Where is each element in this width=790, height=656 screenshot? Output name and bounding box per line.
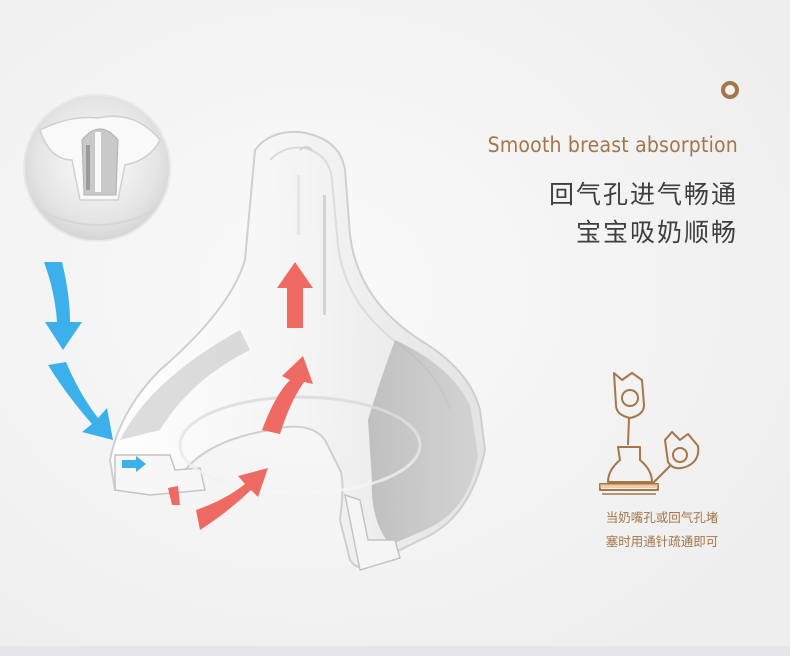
headline-chinese-line-2: 宝宝吸奶顺畅 [575,218,738,247]
bottom-divider [0,646,790,656]
nipple-illustration [108,130,487,571]
cleaning-note-line-2: 塞时用通针疏通即可 [605,534,719,549]
air-arrow-2 [48,362,113,440]
milk-flow-arrows [168,262,313,530]
cleaning-note-line-1: 当奶嘴孔或回气孔堵 [605,510,719,525]
air-flow-arrows [44,262,146,472]
headline-chinese-line-1: 回气孔进气畅通 [548,180,738,209]
magnified-vent-detail [23,94,171,242]
headline-english: Smooth breast absorption [487,133,738,157]
headline-chinese: 回气孔进气畅通 宝宝吸奶顺畅 [549,176,738,252]
milk-arrow-1 [168,486,180,505]
air-arrow-1 [44,262,82,350]
accent-ring-icon [721,81,739,99]
cleaning-note: 当奶嘴孔或回气孔堵 塞时用通针疏通即可 [596,506,728,554]
milk-arrow-4 [277,262,313,328]
milk-arrow-3 [262,356,313,434]
milk-arrow-2 [196,468,268,530]
needle-base-highlight [600,484,658,488]
air-arrow-3 [122,456,146,472]
